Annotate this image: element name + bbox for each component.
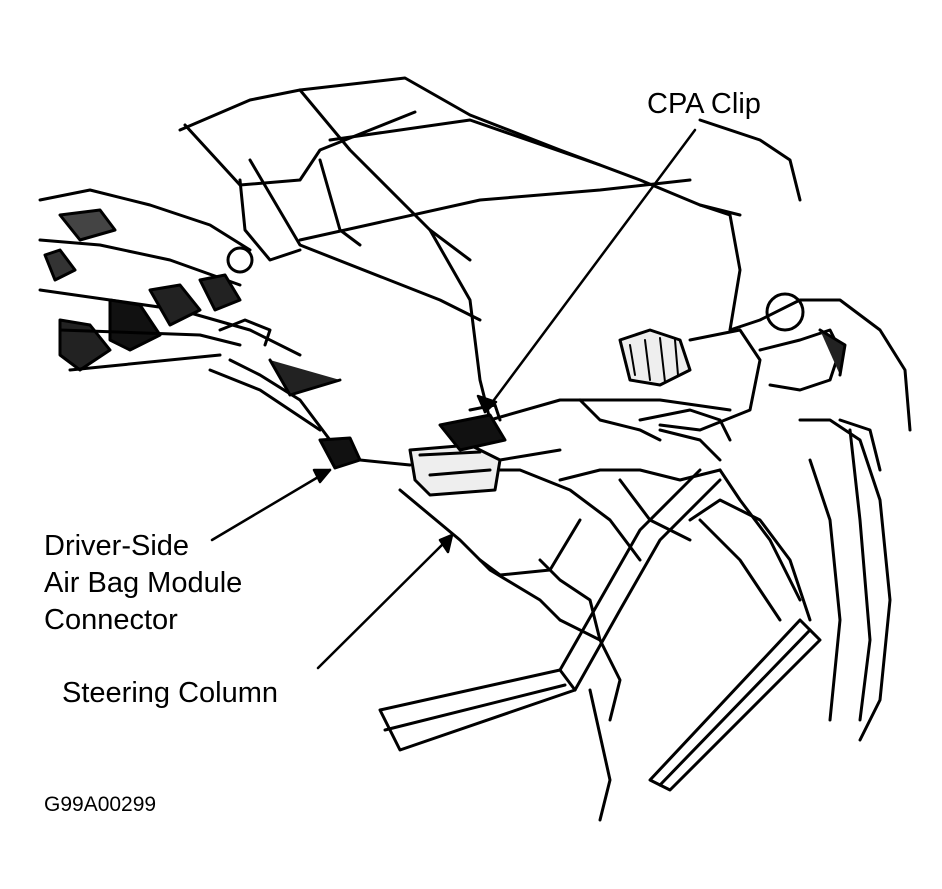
pedals bbox=[378, 468, 822, 792]
right-panel bbox=[578, 118, 912, 462]
dash-housing bbox=[178, 76, 742, 422]
connector-label-line-2: Air Bag Module bbox=[44, 567, 243, 599]
cpa-clip-label: CPA Clip bbox=[647, 88, 761, 120]
steering-column-label: Steering Column bbox=[62, 677, 278, 709]
connector-label-line-1: Driver-Side bbox=[44, 530, 190, 562]
air-bag-connector-label: Driver-Side Air Bag Module Connector bbox=[44, 528, 242, 639]
kick-panel bbox=[688, 418, 892, 742]
figure-id: G99A00299 bbox=[44, 793, 157, 816]
connector-label-line-3: Connector bbox=[44, 604, 178, 636]
left-mechanism bbox=[38, 188, 342, 442]
leader-lines bbox=[210, 128, 697, 670]
air-bag-connectors bbox=[318, 403, 562, 497]
